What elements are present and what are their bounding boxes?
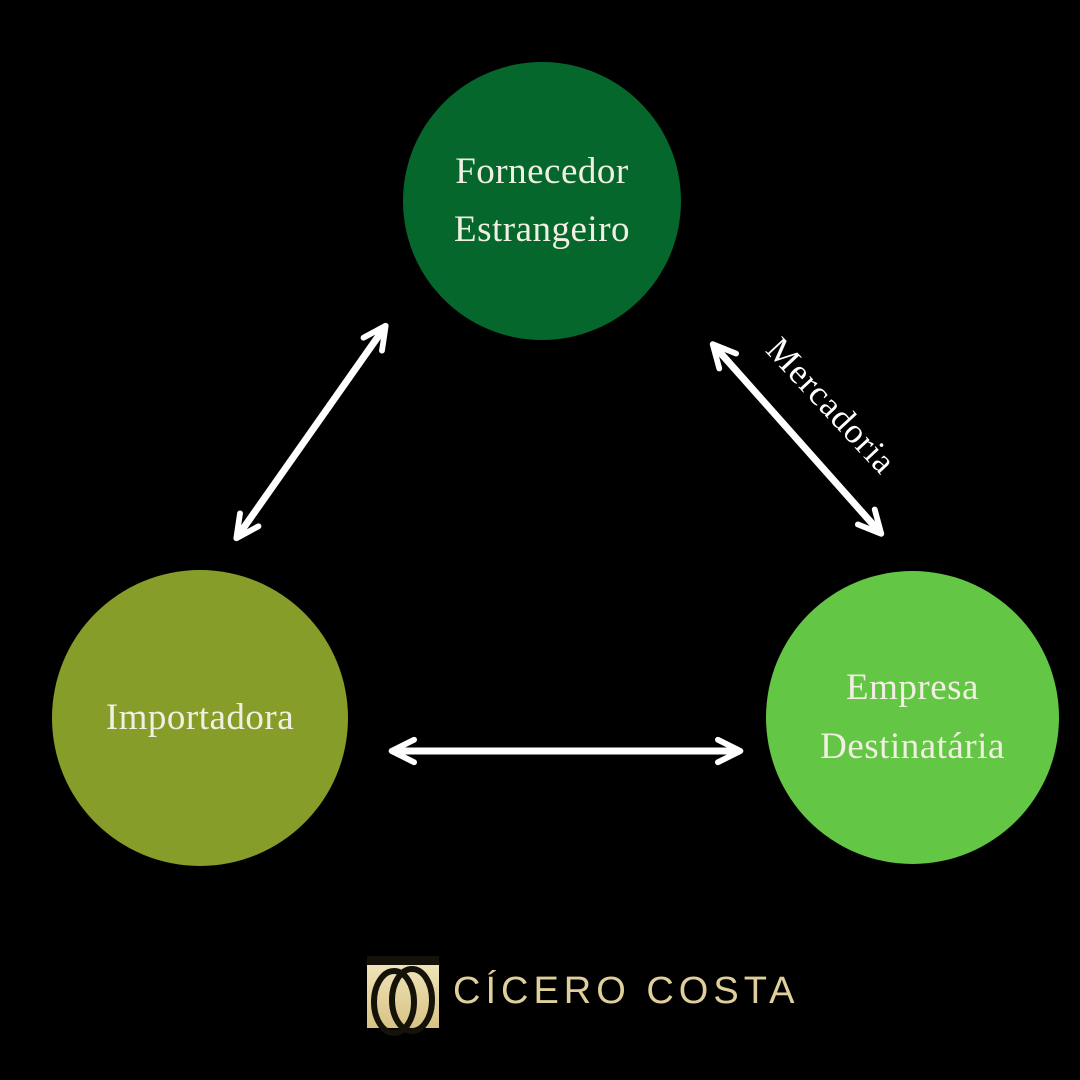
node-label-line: Importadora (105, 696, 295, 738)
arrow-fornecedor-empresa-mercadoria (709, 341, 885, 537)
node-label-line: Estrangeiro (453, 209, 631, 250)
node-importadora: Importadora (52, 570, 348, 866)
brand-footer: CÍCERO COSTA (366, 956, 799, 1040)
brand-name: CÍCERO COSTA (453, 969, 800, 1012)
node-label-line: Empresa (846, 667, 979, 709)
node-empresa-label: Empresa Destinatária (820, 659, 1005, 776)
node-empresa-destinataria: Empresa Destinatária (766, 571, 1059, 864)
node-label-line: Destinatária (820, 725, 1005, 767)
node-importadora-label: Importadora (106, 689, 294, 747)
arrow-importadora-fornecedor (233, 322, 389, 542)
cicero-costa-logo-icon (367, 956, 439, 1036)
node-label-line: Fornecedor (455, 150, 629, 192)
node-fornecedor-label: Fornecedor Estrangeiro (454, 143, 630, 260)
node-fornecedor-estrangeiro: Fornecedor Estrangeiro (403, 62, 681, 340)
